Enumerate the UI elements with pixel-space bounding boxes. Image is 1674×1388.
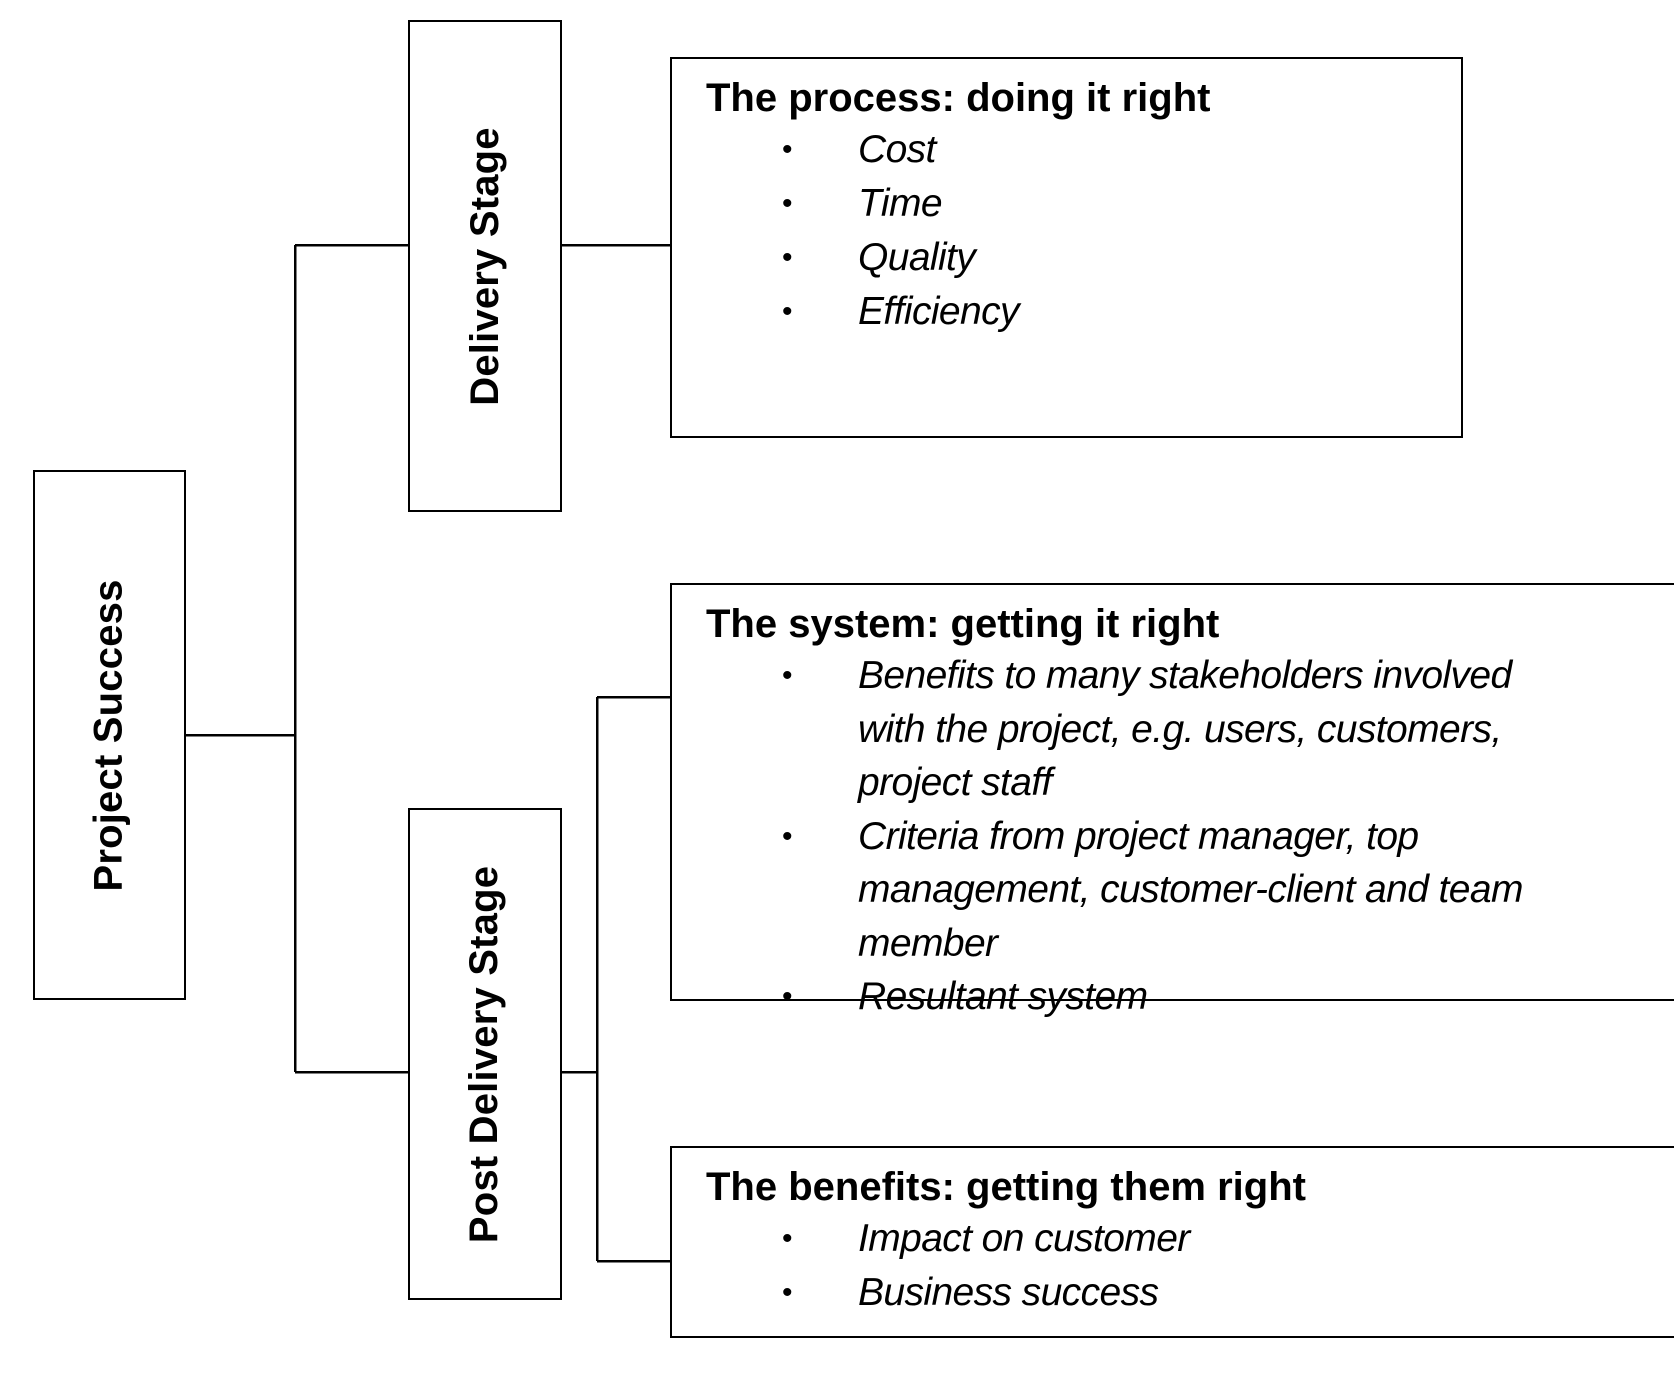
- criterion-text: Resultant system: [858, 975, 1148, 1018]
- bullet-icon: •: [782, 295, 793, 328]
- delivery-stage-label: Delivery Stage: [462, 126, 507, 406]
- criterion-text: Quality: [858, 236, 976, 279]
- list-item: • Benefits to many stakeholders involved…: [706, 649, 1528, 810]
- criterion-text: Cost: [858, 128, 936, 171]
- bullet-icon: •: [782, 980, 793, 1013]
- list-item: • Impact on customer: [706, 1212, 1644, 1266]
- post-delivery-stage-label: Post Delivery Stage: [462, 865, 507, 1243]
- benefits-criteria-list: • Impact on customer • Business success: [706, 1212, 1644, 1320]
- delivery-stage-box: Delivery Stage: [408, 20, 562, 512]
- bullet-icon: •: [782, 187, 793, 220]
- list-item: • Time: [706, 177, 1431, 231]
- project-success-label: Project Success: [87, 578, 131, 892]
- bullet-icon: •: [782, 241, 793, 274]
- system-criteria-list: • Benefits to many stakeholders involved…: [706, 649, 1644, 1024]
- list-item: • Efficiency: [706, 285, 1431, 339]
- bullet-icon: •: [782, 1222, 793, 1255]
- process-criteria-list: • Cost • Time • Quality • Efficiency: [706, 123, 1431, 339]
- bullet-icon: •: [782, 1276, 793, 1309]
- benefits-title: The benefits: getting them right: [706, 1165, 1306, 1209]
- project-success-box: Project Success: [33, 470, 186, 1000]
- process-title: The process: doing it right: [706, 76, 1211, 120]
- criterion-text: Time: [858, 182, 943, 225]
- criterion-text: Criteria from project manager, top manag…: [858, 814, 1523, 965]
- criterion-text: Efficiency: [858, 290, 1020, 333]
- criterion-text: Benefits to many stakeholders involved w…: [858, 654, 1512, 804]
- bullet-icon: •: [782, 659, 793, 692]
- process-box: The process: doing it right • Cost • Tim…: [670, 57, 1463, 438]
- bullet-icon: •: [782, 133, 793, 166]
- system-box: The system: getting it right • Benefits …: [670, 583, 1674, 1018]
- list-item: • Criteria from project manager, top man…: [706, 810, 1528, 971]
- list-item: • Resultant system: [706, 970, 1644, 1024]
- criterion-text: Impact on customer: [858, 1217, 1190, 1260]
- criterion-text: Business success: [858, 1271, 1159, 1314]
- post-delivery-stage-box: Post Delivery Stage: [408, 808, 562, 1300]
- list-item: • Quality: [706, 231, 1431, 285]
- benefits-box: The benefits: getting them right • Impac…: [670, 1146, 1674, 1338]
- list-item: • Cost: [706, 123, 1431, 177]
- system-title: The system: getting it right: [706, 602, 1220, 646]
- bullet-icon: •: [782, 819, 793, 853]
- list-item: • Business success: [706, 1266, 1644, 1320]
